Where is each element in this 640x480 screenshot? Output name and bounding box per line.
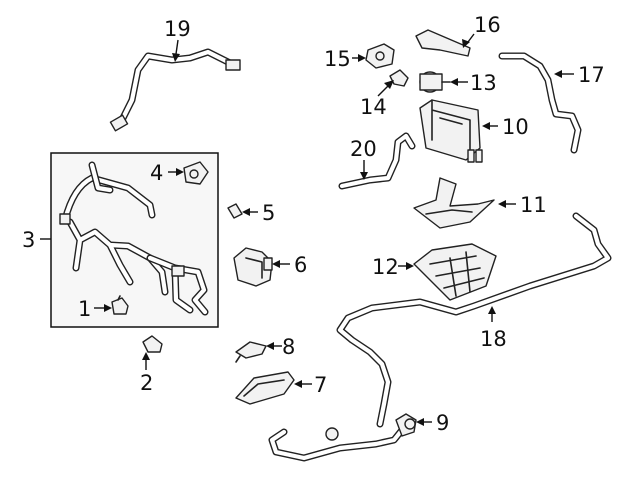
callout-7: 7 bbox=[314, 373, 327, 397]
callout-20: 20 bbox=[350, 137, 377, 161]
callout-2-arrowhead bbox=[142, 352, 150, 360]
part-12-panel bbox=[413, 243, 497, 301]
callout-18-arrowhead bbox=[488, 306, 496, 314]
callout-7-arrowhead bbox=[294, 380, 302, 388]
part-19-sensor-wire bbox=[109, 48, 241, 132]
callout-12-arrowhead bbox=[406, 262, 414, 270]
callout-1: 1 bbox=[78, 297, 91, 321]
callout-9: 9 bbox=[436, 411, 449, 435]
callout-17: 17 bbox=[578, 63, 605, 87]
part-9-hose-assembly bbox=[268, 413, 417, 462]
callout-3: 3 bbox=[22, 228, 35, 252]
callout-5-arrowhead bbox=[242, 208, 250, 216]
callout-14: 14 bbox=[360, 95, 387, 119]
callout-14-arrowhead bbox=[384, 80, 394, 89]
callout-13: 13 bbox=[470, 71, 497, 95]
part-6-module bbox=[233, 247, 273, 287]
callout-14-leader bbox=[377, 85, 389, 97]
callout-18: 18 bbox=[480, 327, 507, 351]
callout-5: 5 bbox=[262, 201, 275, 225]
callout-20-arrowhead bbox=[360, 172, 368, 180]
callout-4-arrowhead bbox=[176, 168, 184, 176]
part-13-filter bbox=[419, 71, 451, 93]
part-7-shield bbox=[235, 371, 295, 405]
part-16-bracket bbox=[415, 29, 471, 57]
callout-9-arrowhead bbox=[416, 418, 424, 426]
callout-11-arrowhead bbox=[498, 200, 506, 208]
callout-4: 4 bbox=[150, 161, 163, 185]
part-5-clip bbox=[227, 203, 243, 219]
callout-15: 15 bbox=[324, 47, 351, 71]
callout-16: 16 bbox=[474, 13, 501, 37]
callout-6: 6 bbox=[294, 253, 307, 277]
part-3-wiring-harness bbox=[59, 161, 209, 316]
callout-16-leader bbox=[467, 33, 475, 43]
part-15-valve bbox=[365, 43, 395, 69]
callout-19: 19 bbox=[164, 17, 191, 41]
part-8-bracket bbox=[235, 341, 267, 363]
callout-12: 12 bbox=[372, 255, 399, 279]
part-4-sensor bbox=[183, 161, 209, 185]
callout-2: 2 bbox=[140, 371, 153, 395]
callout-13-arrowhead bbox=[450, 78, 458, 86]
callout-19-leader bbox=[175, 39, 179, 55]
callout-8-arrowhead bbox=[266, 342, 274, 350]
part-2-clip bbox=[142, 335, 163, 353]
callout-15-arrowhead bbox=[358, 54, 366, 62]
callout-17-arrowhead bbox=[554, 70, 562, 78]
callout-10-arrowhead bbox=[482, 122, 490, 130]
callout-1-arrowhead bbox=[104, 304, 112, 312]
part-14-fitting bbox=[389, 69, 409, 87]
callout-16-arrowhead bbox=[462, 39, 470, 48]
callout-19-arrowhead bbox=[172, 53, 180, 62]
part-17-hose bbox=[498, 52, 582, 154]
part-11-shield bbox=[413, 177, 495, 229]
part-18-vapor-line bbox=[336, 212, 612, 428]
callout-8: 8 bbox=[282, 335, 295, 359]
callout-11: 11 bbox=[520, 193, 547, 217]
part-1-connector bbox=[111, 295, 129, 315]
part-20-hose bbox=[338, 132, 416, 190]
callout-6-arrowhead bbox=[272, 260, 280, 268]
part-10-canister bbox=[419, 99, 483, 163]
callout-10: 10 bbox=[502, 115, 529, 139]
